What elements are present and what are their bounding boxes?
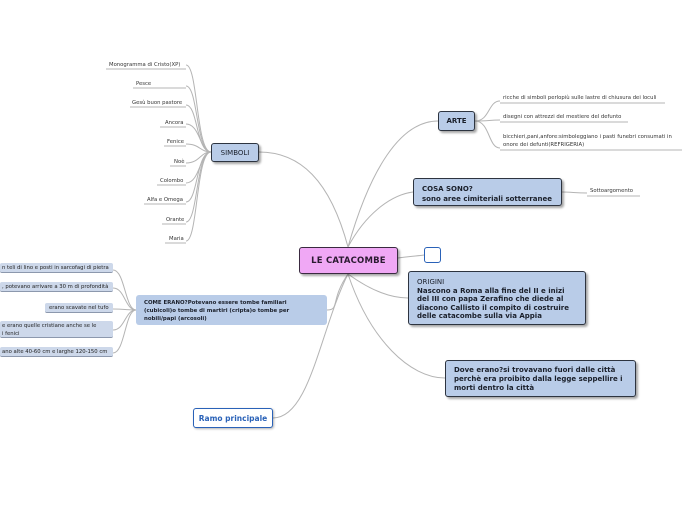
central-topic-label: LE CATACOMBE <box>311 255 386 266</box>
cosa-sono-subtopic[interactable]: Sottoargomento <box>590 188 634 194</box>
topic-dove-erano[interactable]: Dove erano?si trovavano fuori dalle citt… <box>445 360 636 397</box>
come-item-profondita-label: , potevano arrivare a 30 m di profondità <box>2 284 109 290</box>
simboli-item-pesce[interactable]: Pesce <box>136 81 152 87</box>
topic-arte-label: ARTE <box>446 117 467 125</box>
come-item-profondita[interactable]: , potevano arrivare a 30 m di profondità <box>0 282 113 292</box>
cosa-sono-title: COSA SONO? <box>422 185 473 193</box>
topic-cosa-sono[interactable]: COSA SONO? sono aree cimiteriali sotterr… <box>413 178 562 206</box>
ramo-principale-label: Ramo principale <box>198 413 268 423</box>
topic-come-erano[interactable]: COME ERANO?Potevano essere tombe familia… <box>136 295 327 325</box>
simboli-item-monogramma[interactable]: Monogramma di Cristo(XP) <box>109 62 181 68</box>
topic-origini[interactable]: ORIGINI Nascono a Roma alla fine del II … <box>408 271 586 325</box>
simboli-item-colombo[interactable]: Colombo <box>160 178 184 184</box>
come-item-cristiane-line-2: i fenici <box>2 330 20 337</box>
origini-text-line-2: del III con papa Zerafino che diede al <box>417 295 564 304</box>
empty-topic-node[interactable] <box>424 247 441 263</box>
topic-simboli[interactable]: SIMBOLI <box>211 143 259 162</box>
come-text-line-2: (cubicoli)o tombe di martiri (cripta)o t… <box>144 307 290 314</box>
topic-arte[interactable]: ARTE <box>438 111 475 131</box>
cosa-sono-text: sono aree cimiteriali sotterranee <box>422 195 552 203</box>
origini-text-line-3: diacono Callisto il compito di costruire <box>417 303 569 312</box>
simboli-item-gesu-buon-pastore[interactable]: Gesù buon pastore <box>132 100 183 106</box>
arte-item-simboli-lastre[interactable]: ricche di simboli perlopiù sulle lastre … <box>503 95 657 101</box>
origini-text-line-4: delle catacombe sulla via Appia <box>417 312 542 321</box>
simboli-item-alfa-omega[interactable]: Alfa e Omega <box>147 197 184 203</box>
come-item-cristiane[interactable]: e erano quelle cristiane anche se le i f… <box>0 321 113 338</box>
come-item-dimensioni[interactable]: ano alte 40-60 cm e larghe 120-150 cm <box>0 347 113 357</box>
topic-simboli-label: SIMBOLI <box>220 148 250 157</box>
dove-text-line-2: perchè era proibito dalla legge seppelli… <box>454 374 623 383</box>
simboli-item-fenice[interactable]: Fenice <box>167 139 185 145</box>
come-item-cristiane-line-1: e erano quelle cristiane anche se le <box>2 323 97 329</box>
origini-text-line-1: Nascono a Roma alla fine del II e inizi <box>417 286 565 295</box>
dove-text-line-3: morti dentro la città <box>454 383 535 392</box>
arte-item-disegni-attrezzi[interactable]: disegni con attrezzi del mestiere del de… <box>503 114 622 120</box>
origini-title: ORIGINI <box>417 278 445 286</box>
come-text-line-1: COME ERANO?Potevano essere tombe familia… <box>144 300 287 306</box>
come-text-line-3: nobili/papi (arcosoli) <box>144 315 207 322</box>
come-item-tufo-label: erano scavate nel tufo <box>49 305 109 311</box>
dove-text-line-1: Dove erano?si trovavano fuori dalle citt… <box>454 366 616 374</box>
simboli-item-orante[interactable]: Orante <box>166 217 185 223</box>
come-item-teli-lino[interactable]: n teli di lino e posti in sarcofagi di p… <box>0 263 113 273</box>
come-item-tufo[interactable]: erano scavate nel tufo <box>45 303 113 313</box>
simboli-item-ancora[interactable]: Ancora <box>165 120 184 126</box>
central-topic-le-catacombe[interactable]: LE CATACOMBE <box>299 247 398 274</box>
come-item-teli-lino-label: n teli di lino e posti in sarcofagi di p… <box>2 265 109 271</box>
topic-ramo-principale[interactable]: Ramo principale <box>193 408 273 428</box>
arte-item-bicchieri-pani[interactable]: bicchieri,pani,anfore:simboleggiano i pa… <box>503 134 672 148</box>
simboli-item-noe[interactable]: Noè <box>174 159 185 165</box>
come-item-dimensioni-label: ano alte 40-60 cm e larghe 120-150 cm <box>2 349 108 355</box>
simboli-item-maria[interactable]: Maria <box>169 236 184 242</box>
